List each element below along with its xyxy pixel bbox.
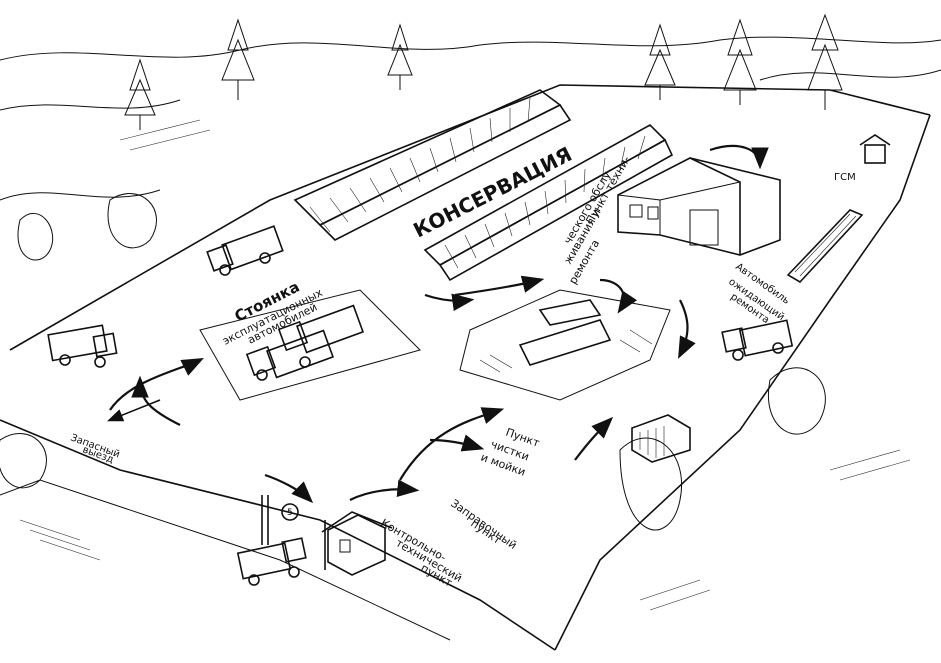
traffic-arrows bbox=[107, 145, 769, 504]
speed-sign-label: 5 bbox=[287, 508, 293, 518]
speed-sign-icon bbox=[281, 503, 299, 521]
background-landscape bbox=[0, 13, 941, 531]
parking-area: Стоянка эксплуатационных автомобилей bbox=[47, 225, 421, 401]
wash-shed bbox=[631, 414, 691, 463]
conservation-label: КОНСЕРВАЦИЯ bbox=[409, 142, 575, 243]
truck-icon bbox=[47, 324, 118, 368]
service-building bbox=[617, 157, 781, 256]
entrance-gate: 5 bbox=[261, 495, 326, 570]
yard-boundary bbox=[0, 84, 931, 651]
gsm-shed: ГСМ bbox=[834, 134, 891, 183]
truck-icon bbox=[236, 537, 307, 586]
tree-cluster-left bbox=[17, 18, 413, 261]
truck-icon bbox=[206, 225, 284, 276]
ground-texture bbox=[19, 119, 911, 611]
checkpoint-booth bbox=[321, 511, 393, 576]
truck-icon bbox=[277, 304, 365, 354]
service-pad bbox=[459, 289, 671, 401]
truck-icon bbox=[721, 319, 794, 361]
repair-trench bbox=[786, 209, 864, 284]
gsm-label: ГСМ bbox=[834, 172, 856, 183]
